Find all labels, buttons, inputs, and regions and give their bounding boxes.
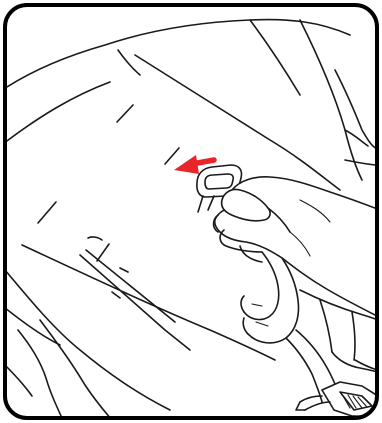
instruction-illustration xyxy=(0,0,382,423)
illustration-canvas xyxy=(0,0,382,423)
